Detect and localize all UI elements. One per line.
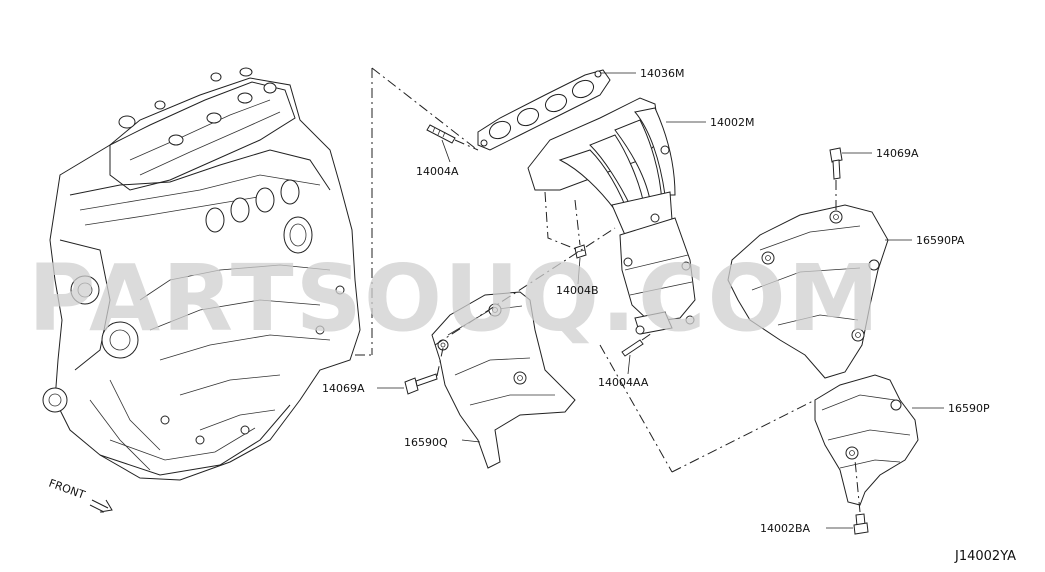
stud-14004aa-part — [621, 339, 644, 357]
bolt-14069a-right-part — [829, 147, 843, 180]
nut-14004b-part — [574, 244, 587, 259]
front-label: FRONT — [47, 477, 87, 502]
bolt-14002ba-part — [853, 513, 869, 535]
bolt-left-ref-line — [436, 347, 444, 377]
exhaust-manifold-gasket — [477, 69, 611, 151]
label-14036m: 14036M — [640, 67, 684, 80]
label-14069a-left: 14069A — [322, 382, 365, 395]
watermark-text: PARTSOUQ.COM — [28, 245, 881, 352]
label-16590p: 16590P — [948, 402, 990, 415]
label-14004aa: 14004AA — [598, 376, 649, 389]
stud-aa-ref-line — [641, 332, 653, 341]
bolt-ba-ref-line — [854, 459, 861, 513]
engine-ref-line-upper — [371, 67, 476, 149]
engine-assembly-drawing — [42, 67, 361, 481]
heat-shield-16590p — [814, 374, 919, 506]
label-14002ba: 14002BA — [760, 522, 811, 535]
nut-ref-line-2 — [574, 199, 581, 246]
heat-shield-16590q — [431, 291, 576, 469]
heat-shield-16590pa — [727, 204, 889, 379]
shield-q-ref-line — [434, 227, 616, 346]
diagram-code: J14002YA — [954, 549, 1016, 564]
stud-14004a-part — [426, 124, 456, 144]
label-16590q: 16590Q — [404, 436, 448, 449]
stud-ref-line — [454, 139, 479, 151]
label-14069a-right: 14069A — [876, 147, 919, 160]
exhaust-manifold-catalyst — [527, 97, 696, 335]
catalyst-ref-line — [599, 344, 673, 473]
front-arrow-icon — [89, 499, 113, 513]
front-direction-indicator: FRONT — [47, 477, 113, 513]
leader-lines — [377, 72, 944, 529]
label-14002m: 14002M — [710, 116, 754, 129]
label-16590pa: 16590PA — [916, 234, 965, 247]
bolt-14069a-left-part — [404, 373, 438, 395]
label-14004b: 14004B — [556, 284, 599, 297]
nut-ref-line — [544, 191, 579, 251]
label-14004a: 14004A — [416, 165, 459, 178]
shield-p-ref-line — [671, 399, 816, 473]
